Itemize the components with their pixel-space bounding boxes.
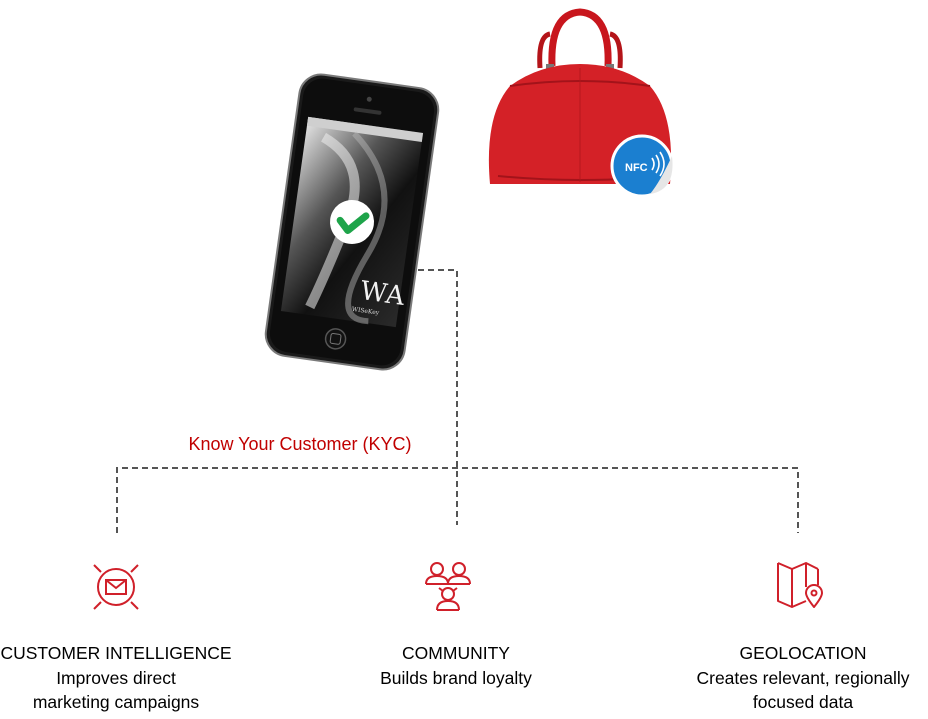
kyc-label: Know Your Customer (KYC)	[188, 434, 412, 454]
column-title: COMMUNITY	[402, 643, 510, 663]
home-button	[324, 328, 347, 350]
customer-intelligence-block: CUSTOMER INTELLIGENCE Improves direct ma…	[0, 641, 232, 715]
nfc-tag-icon: NFC	[610, 134, 674, 198]
people-network-icon	[425, 562, 471, 611]
column-desc-line: focused data	[752, 692, 854, 712]
community-block: COMMUNITY Builds brand loyalty	[336, 641, 576, 690]
geolocation-block: GEOLOCATION Creates relevant, regionally…	[680, 641, 926, 715]
column-title: GEOLOCATION	[739, 643, 867, 663]
verified-check-icon	[330, 200, 374, 244]
smartphone-image: WA WISeKey	[264, 73, 440, 371]
envelope-target-icon	[93, 564, 139, 610]
svg-text:NFC: NFC	[625, 162, 648, 174]
svg-text:WA: WA	[358, 276, 407, 312]
column-desc-line: Improves direct	[56, 667, 176, 688]
column-desc-line: Builds brand loyalty	[380, 667, 532, 688]
column-desc-line: Creates relevant, regionally	[696, 667, 910, 688]
svg-text:WISeKey: WISeKey	[351, 306, 380, 317]
handbag-image: NFC	[488, 8, 674, 198]
map-pin-icon	[777, 562, 823, 608]
column-desc-line: marketing campaigns	[32, 692, 200, 712]
column-title: CUSTOMER INTELLIGENCE	[0, 643, 232, 663]
screen-logo: WA WISeKey	[351, 276, 407, 317]
